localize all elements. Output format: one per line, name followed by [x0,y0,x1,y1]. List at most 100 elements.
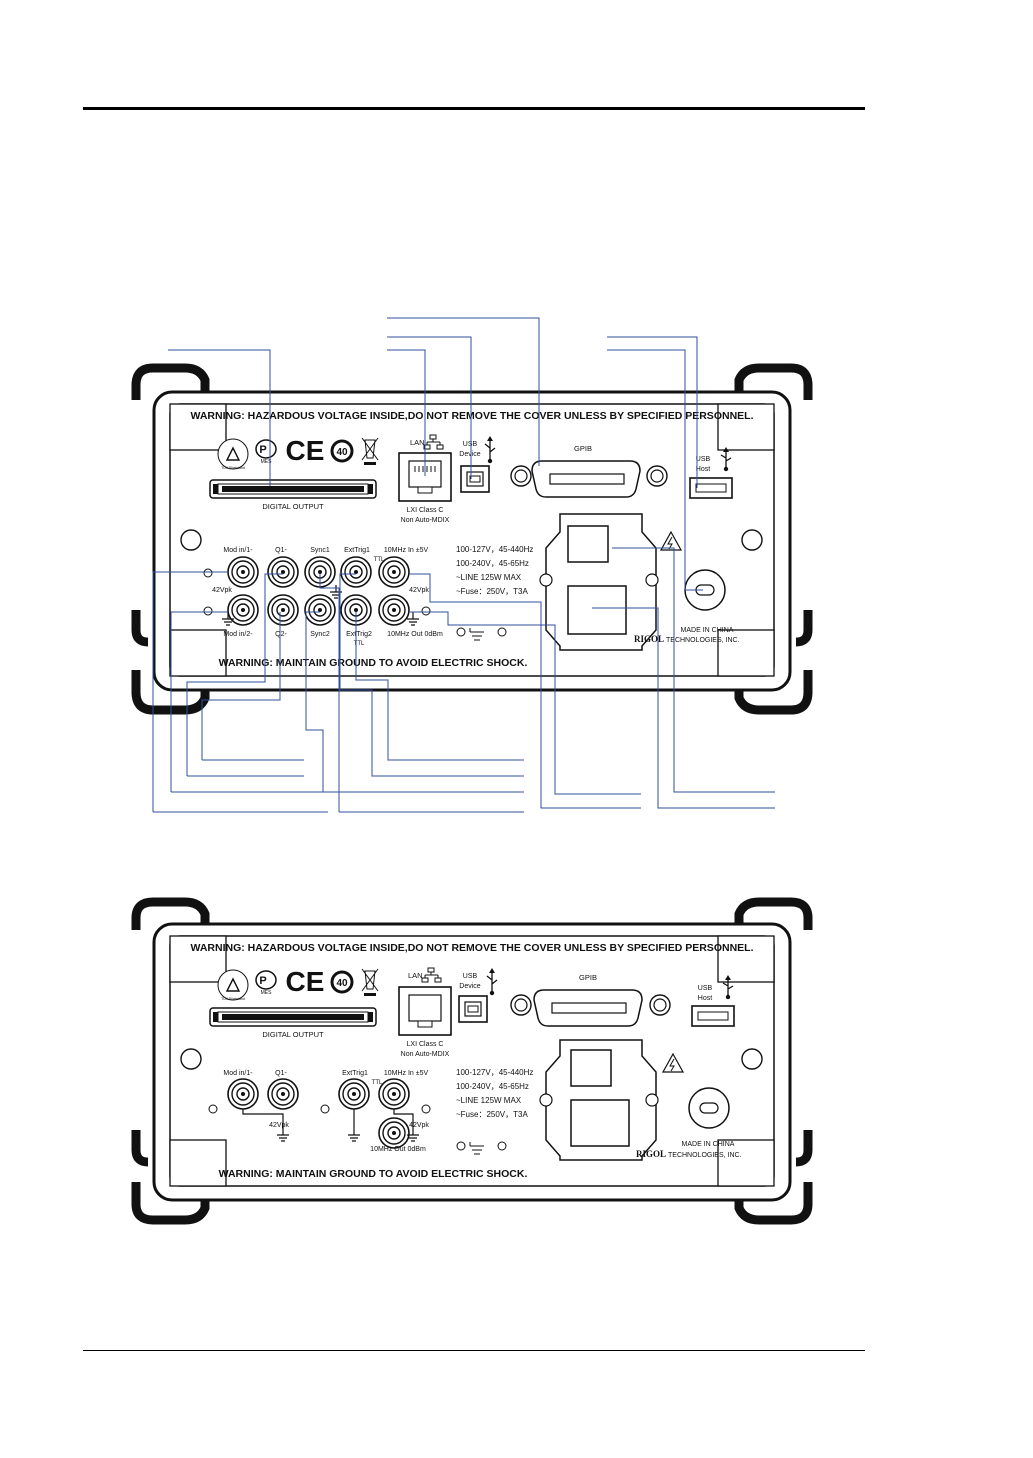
lxi-label-1: LXI Class C [407,507,444,514]
svg-text:Host: Host [698,995,712,1002]
gpib-port-2[interactable] [510,989,671,1027]
svg-text:USB: USB [463,973,478,980]
svg-text:P: P [259,444,266,456]
svg-text:LAN: LAN [408,971,423,980]
svg-text:GPIB: GPIB [579,973,597,982]
svg-text:ExtTrig1: ExtTrig1 [342,1070,368,1077]
svg-text:USB: USB [698,985,713,992]
svg-text:TECHNOLOGIES, INC.: TECHNOLOGIES, INC. [668,1152,742,1159]
ref-out-label: 10MHz Out 0dBm [387,631,443,638]
svg-text:Q1-: Q1- [275,1070,287,1077]
mod-in1-label: Mod in/1- [223,547,253,554]
usb-host-label-2: Host [696,466,710,473]
power-rating-4: ~Fuse：250V，T3A [456,587,528,596]
high-voltage-icon-2 [661,1052,685,1073]
q2-label: Q2- [275,631,287,638]
ground-terminal-2 [456,1141,507,1155]
brand-label: RIGOL [634,634,664,644]
svg-text:TÜV Rheinland: TÜV Rheinland [221,466,245,470]
gpib-label: GPIB [574,444,592,453]
usb-icon [484,436,496,464]
svg-text:40: 40 [336,978,348,989]
usb-device-label-1: USB [463,441,478,448]
vpk-label-1: 42Vpk [212,587,232,594]
ref-in-label: 10MHz In ±5V [384,547,429,554]
lan-port-2[interactable] [398,986,452,1036]
callout-lines [152,317,775,813]
svg-text:TTL: TTL [372,1080,383,1086]
usb-icon-2 [486,968,498,996]
svg-text:42Vpk: 42Vpk [409,1122,429,1129]
usb-device-port-2[interactable] [458,995,488,1023]
certification-logos: TÜV Rheinland P MES CE 40 [217,435,379,470]
ttl-label-2: TTL [354,641,365,647]
usb-host-port-2[interactable] [691,1005,735,1027]
usb-host-icon-2 [722,975,734,1000]
digital-output-connector-2[interactable] [209,1007,377,1027]
svg-text:TÜV Rheinland: TÜV Rheinland [221,997,245,1001]
figure-2-reduced-panel: WARNING: HAZARDOUS VOLTAGE INSIDE,DO NOT… [131,897,813,1225]
svg-text:100-127V，45-440Hz: 100-127V，45-440Hz [456,1068,533,1077]
svg-text:MES: MES [261,459,273,465]
power-socket-2[interactable] [539,1039,659,1161]
company-label: TECHNOLOGIES, INC. [666,637,740,644]
svg-text:~LINE 125W MAX: ~LINE 125W MAX [456,1096,522,1105]
ttl-label-1: TTL [374,557,385,563]
lan-icon [423,434,444,450]
lan-icon-2 [421,967,442,983]
exttrig2-label: ExtTrig2 [346,631,372,638]
digital-output-label: DIGITAL OUTPUT [262,502,324,511]
digital-output-connector[interactable] [209,479,377,499]
warning-bottom-label: WARNING: MAINTAIN GROUND TO AVOID ELECTR… [219,657,528,669]
power-rating-2: 100-240V，45-65Hz [456,559,529,568]
svg-text:42Vpk: 42Vpk [269,1122,289,1129]
svg-text:LXI Class C: LXI Class C [407,1041,444,1048]
svg-text:Mod in/1-: Mod in/1- [223,1070,253,1077]
sync1-label: Sync1 [310,547,330,554]
ground-terminal [456,627,507,641]
svg-text:DIGITAL OUTPUT: DIGITAL OUTPUT [262,1030,324,1039]
usb-host-port[interactable] [689,477,733,499]
ce-mark: CE [286,435,325,466]
svg-text:Device: Device [459,983,481,990]
usb-host-icon [720,447,732,472]
q1-label: Q1- [275,547,287,554]
svg-text:10MHz In ±5V: 10MHz In ±5V [384,1070,429,1077]
gpib-port[interactable] [510,460,668,498]
svg-text:40: 40 [336,447,348,458]
bnc-connectors-2 [208,1078,431,1149]
usb-device-port[interactable] [460,465,490,493]
sync2-label: Sync2 [310,631,330,638]
warning-top-label-2: WARNING: HAZARDOUS VOLTAGE INSIDE,DO NOT… [191,942,754,954]
usb-device-label-2: Device [459,451,481,458]
exttrig1-label: ExtTrig1 [344,547,370,554]
svg-text:P: P [259,975,266,987]
footer-rule [83,1350,865,1351]
svg-text:MADE IN CHINA: MADE IN CHINA [682,1141,735,1148]
fuse-holder[interactable] [684,569,726,611]
lan-label: LAN [410,438,425,447]
lan-port[interactable] [398,452,452,502]
made-in-label: MADE IN CHINA [681,627,734,634]
svg-text:100-240V，45-65Hz: 100-240V，45-65Hz [456,1082,529,1091]
vpk-label-2: 42Vpk [409,587,429,594]
fuse-holder-2[interactable] [688,1087,730,1129]
high-voltage-icon [659,530,683,551]
svg-text:10MHz Out 0dBm: 10MHz Out 0dBm [370,1146,426,1153]
corner-bumpers-2 [131,897,813,1225]
power-rating-3: ~LINE 125W MAX [456,573,522,582]
warning-top-label: WARNING: HAZARDOUS VOLTAGE INSIDE,DO NOT… [191,410,754,422]
certification-logos-2: TÜV Rheinland P MES CE 40 [217,966,379,1001]
lxi-label-2: Non Auto-MDIX [401,517,450,524]
usb-host-label-1: USB [696,456,711,463]
figure-1-full-panel: WARNING: HAZARDOUS VOLTAGE INSIDE,DO NOT… [131,317,813,813]
svg-text:RIGOL: RIGOL [636,1149,666,1159]
svg-text:~Fuse：250V，T3A: ~Fuse：250V，T3A [456,1110,528,1119]
mod-in2-label: Mod in/2- [223,631,253,638]
bnc-connectors [203,556,431,626]
header-rule [83,107,865,110]
power-socket[interactable] [539,513,659,651]
svg-text:MES: MES [261,990,273,996]
svg-text:Non Auto-MDIX: Non Auto-MDIX [401,1051,450,1058]
